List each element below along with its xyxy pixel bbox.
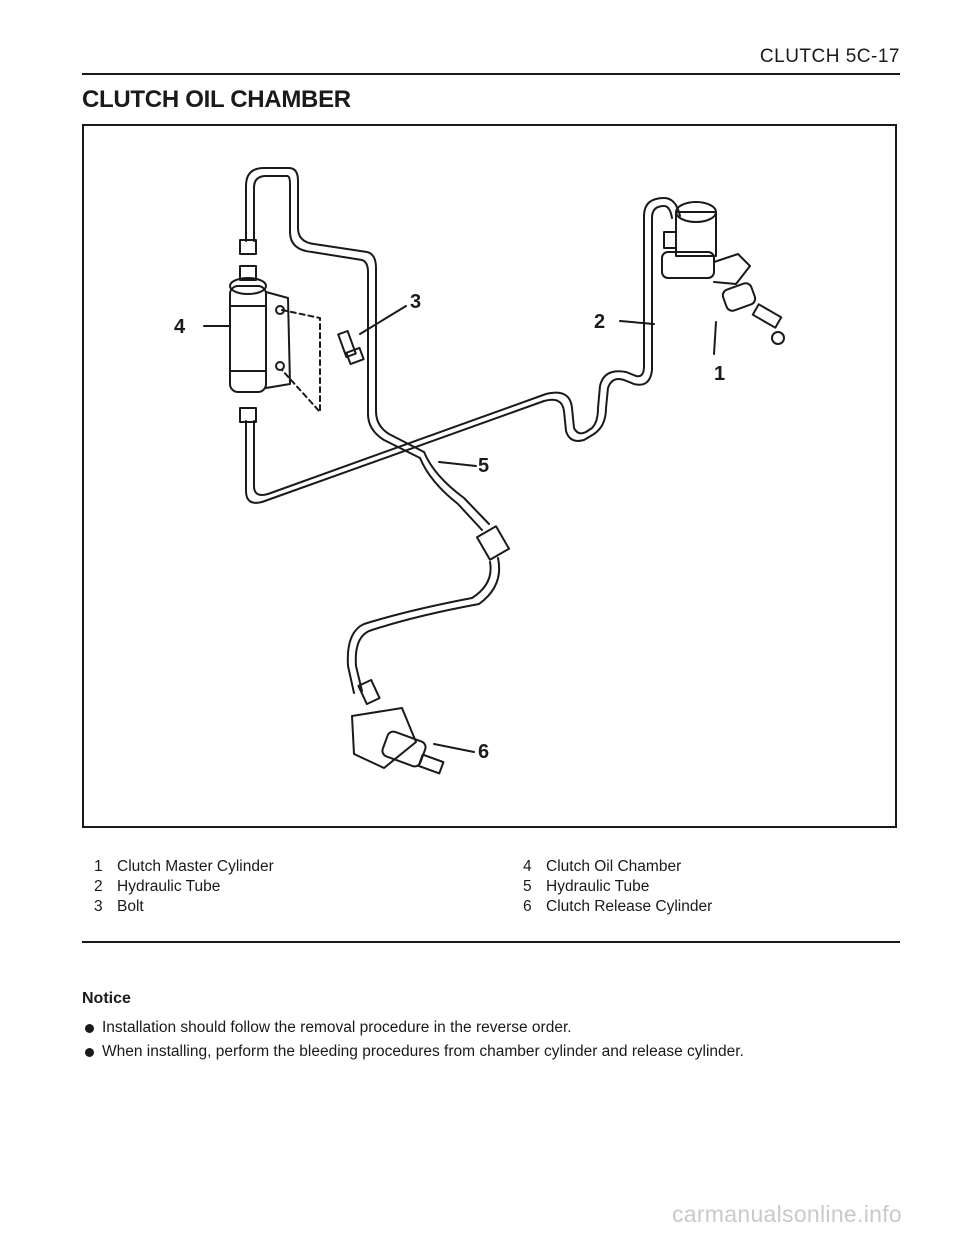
oil-chamber-top-fitting [239,265,257,281]
notice-text: Installation should follow the removal p… [102,1019,572,1036]
release-cylinder-body [351,707,417,769]
master-cylinder-inlet [663,231,677,249]
oil-chamber-body [229,285,267,393]
notice-heading: Notice [82,990,131,1007]
leader-line-two [619,320,655,325]
leader-line-six [433,743,475,753]
hose-five-top [423,451,490,525]
diagram-drawing: 1 2 3 4 5 6 [174,167,785,775]
tube-two-path [245,205,673,504]
bolt-shank [337,330,357,358]
legend-item: 5 Hydraulic Tube [523,877,712,897]
legend-item: 2 Hydraulic Tube [94,877,274,897]
tube-two-path-inner [253,197,681,496]
mount-reference-lines [281,309,321,413]
leader-line-three [359,305,407,335]
legend-label: Bolt [117,898,144,915]
legend-label: Hydraulic Tube [546,878,650,895]
leader-line-five [438,461,477,467]
legend-label: Clutch Release Cylinder [546,898,713,915]
leader-line-one [713,321,717,355]
notice-item: When installing, perform the bleeding pr… [82,1040,744,1064]
page-header-section-code: CLUTCH 5C-17 [759,46,900,67]
legend-item: 4 Clutch Oil Chamber [523,857,712,877]
oil-chamber-tube-nut [239,239,257,255]
clevis-pin [771,331,785,345]
section-title: CLUTCH OIL CHAMBER [82,86,351,113]
legend-number: 5 [523,878,532,895]
legend-number: 2 [94,878,103,895]
bullet-icon [85,1023,94,1033]
header-divider [82,73,900,75]
release-cylinder-bleeder [357,678,381,706]
oil-chamber-top [229,277,267,295]
callout-3: 3 [410,291,421,313]
release-cylinder-pushrod [417,753,445,775]
watermark: carmanualsonline.info [671,1201,902,1227]
callout-1: 1 [714,363,725,385]
notice-text: When installing, perform the bleeding pr… [102,1043,744,1060]
bolt-head [345,346,365,366]
legend-divider [82,941,900,943]
notice-list: Installation should follow the removal p… [82,1016,744,1064]
legend-left-column: 1 Clutch Master Cylinder 2 Hydraulic Tub… [94,857,274,917]
legend-number: 3 [94,898,103,915]
clutch-hydraulic-diagram: 1 2 3 4 5 6 [82,124,897,828]
legend-item: 6 Clutch Release Cylinder [523,897,712,917]
legend-number: 1 [94,858,103,875]
callout-2: 2 [594,311,605,333]
oil-chamber-bottom-fitting [239,407,257,423]
legend-number: 4 [523,858,532,875]
bullet-icon [85,1047,94,1057]
legend-item: 3 Bolt [94,897,274,917]
oil-chamber-bracket [265,291,291,389]
notice-item: Installation should follow the removal p… [82,1016,744,1040]
legend-label: Clutch Master Cylinder [117,858,274,875]
master-cylinder-clevis [751,303,783,329]
tube-upper-path-inner [253,175,421,459]
legend-label: Hydraulic Tube [117,878,221,895]
callout-6: 6 [478,741,489,763]
master-cylinder-boot [721,282,757,312]
hose-fitting [475,525,511,561]
legend-item: 1 Clutch Master Cylinder [94,857,274,877]
legend-number: 6 [523,898,532,915]
master-cylinder-body [661,251,715,279]
hose-lower-inner [346,561,492,694]
callout-4: 4 [174,316,186,338]
bracket-hole-lower [275,361,285,371]
callout-5: 5 [478,455,489,477]
hose-five-top-inner [419,457,483,531]
hose-lower [354,557,501,692]
master-cylinder-flange [713,253,751,285]
legend-label: Clutch Oil Chamber [546,858,682,875]
tube-upper-path [245,167,425,453]
legend-right-column: 4 Clutch Oil Chamber 5 Hydraulic Tube 6 … [523,857,712,917]
